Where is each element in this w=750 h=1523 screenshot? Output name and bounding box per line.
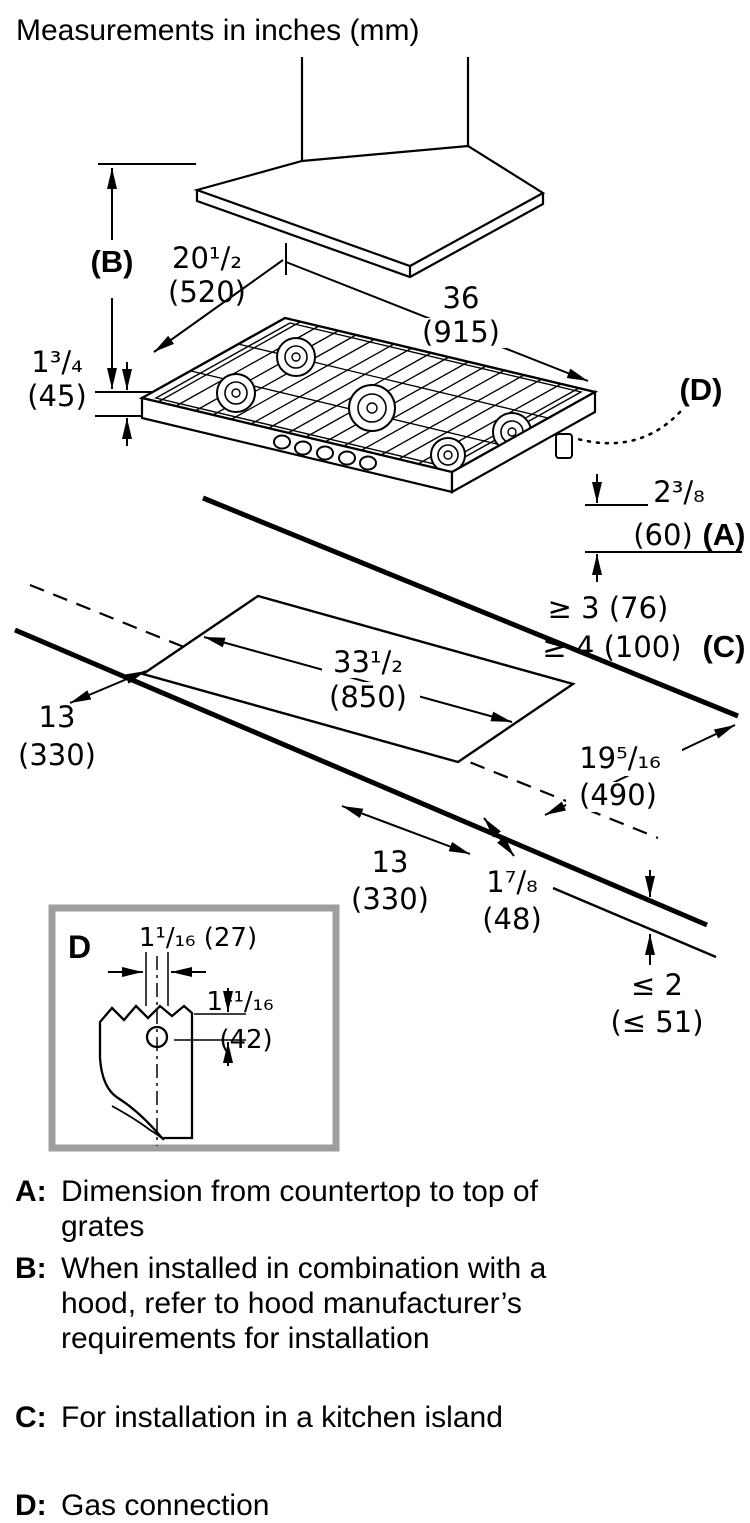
- side-clearance-arrow: [69, 670, 147, 704]
- label-c: (C): [702, 629, 745, 664]
- dimension-a-value: 2³/₈: [653, 475, 704, 509]
- label-d: (D): [679, 372, 722, 407]
- hood-canopy: [193, 144, 546, 268]
- legend-text-b-line2: hood, refer to hood manufacturer’s: [61, 1287, 522, 1321]
- legend-text-a-line2: grates: [61, 1210, 145, 1244]
- legend-text-d-line1: Gas connection: [61, 1488, 270, 1522]
- burner-front-right: [430, 437, 466, 473]
- hood-depth-mm: (520): [168, 275, 246, 309]
- text-backing: [322, 648, 417, 678]
- dimension-cooktop-width: 36 (915): [285, 261, 589, 382]
- diagram-title: Measurements in inches (mm): [16, 14, 419, 47]
- legend-text-b: When installed in combination with a hoo…: [61, 1251, 546, 1356]
- burner-front-left: [216, 373, 256, 413]
- legend-item-d: D: Gas connection: [15, 1488, 734, 1523]
- cutout-width-arrow: [203, 636, 513, 723]
- thickness-mm: (≤ 51): [610, 1005, 703, 1039]
- front-clearance-arrow: [341, 805, 471, 855]
- installation-diagram: Measurements in inches (mm) (B) 1³/₄ (45…: [14, 14, 746, 1152]
- vent-hood-drawing: [193, 57, 546, 279]
- dimension-b: (B): [90, 163, 196, 389]
- countertop-back-edge-line: [202, 495, 739, 719]
- label-b: (B): [90, 244, 133, 279]
- cooktop-drawing: [138, 316, 599, 494]
- text-backing: [432, 286, 490, 314]
- cutout-depth-value: 19⁵/₁₆: [579, 741, 661, 775]
- callout-d: (D): [572, 372, 723, 445]
- text-backing: [318, 682, 420, 712]
- side-clearance-value: 13: [39, 700, 76, 734]
- clearance-labels: ≥ 3 (76) ≥ 4 (100) (C): [542, 591, 745, 664]
- dimension-hood-depth: 20¹/₂ (520): [153, 241, 284, 353]
- front-edge-value: 1⁷/₈: [486, 865, 537, 899]
- text-backing: [416, 318, 506, 348]
- legend-text-a: Dimension from countertop to top of grat…: [61, 1174, 538, 1244]
- legend-key-d: D:: [15, 1488, 47, 1522]
- legend-text-b-line1: When installed in combination with a: [61, 1252, 547, 1286]
- text-backing: [558, 744, 682, 776]
- legend-item-b: B: When installed in combination with a …: [15, 1251, 734, 1356]
- hood-canopy-rim: [195, 190, 545, 279]
- burner-center: [348, 384, 396, 432]
- text-backing: [566, 782, 672, 812]
- legend-text-a-line1: Dimension from countertop to top of: [61, 1175, 538, 1208]
- dimension-front-clearance: 13 (330): [341, 805, 471, 916]
- legend-text-c-line1: For installation in a kitchen island: [61, 1401, 503, 1435]
- hood-depth-value: 20¹/₂: [172, 241, 242, 275]
- min-back-clearance: ≥ 3 (76): [548, 591, 669, 625]
- countertop-thickness-line: [552, 886, 717, 959]
- gas-bracket-profile: [98, 1004, 194, 1140]
- legend-item-a: A: Dimension from countertop to top of g…: [15, 1174, 734, 1244]
- legend-text-d: Gas connection: [61, 1488, 269, 1523]
- cutout-width-value: 33¹/₂: [333, 645, 403, 679]
- dimension-cutout-width: 33¹/₂ (850): [203, 636, 513, 723]
- legend-item-c: C: For installation in a kitchen island: [15, 1400, 734, 1435]
- detail-box-d: D 1¹/₁₆ (27) 1¹¹/₁₆ (42): [48, 904, 340, 1152]
- detail-hole-height-value: 1¹¹/₁₆: [207, 987, 274, 1017]
- legend-text-c: For installation in a kitchen island: [61, 1400, 503, 1435]
- grate-height-value: 1³/₄: [31, 345, 82, 379]
- control-knobs: [273, 434, 377, 471]
- legend-key-c: C:: [15, 1401, 47, 1435]
- detail-hole-offset: 1¹/₁₆ (27): [139, 923, 257, 953]
- front-edge-arrow: [483, 817, 515, 857]
- legend-key-b: B:: [15, 1252, 47, 1286]
- cooktop-width-mm: (915): [422, 315, 500, 349]
- dimension-grate-height: 1³/₄ (45): [27, 345, 158, 446]
- cutout-width-mm: (850): [329, 680, 407, 714]
- legend-text-b-line3: requirements for installation: [61, 1322, 430, 1356]
- grate-height-mm: (45): [27, 379, 87, 413]
- cutout-depth-mm: (490): [579, 778, 657, 812]
- dimension-counter-thickness: ≤ 2 (≤ 51): [610, 870, 704, 1039]
- burner-back-left: [276, 337, 316, 377]
- detail-box-label: D: [68, 929, 91, 965]
- front-clearance-value: 13: [372, 845, 409, 879]
- callout-d-dotted-leader: [572, 410, 682, 445]
- detail-hole-height-mm: (42): [219, 1025, 272, 1055]
- dimension-side-clearance: 13 (330): [18, 670, 147, 772]
- gas-connection-stub: [555, 433, 573, 459]
- front-edge-mm: (48): [482, 902, 542, 936]
- dimension-a-mm: (60): [633, 518, 693, 552]
- thickness-value: ≤ 2: [631, 968, 683, 1002]
- label-a: (A): [702, 517, 745, 552]
- side-clearance-mm: (330): [18, 738, 96, 772]
- gas-bracket-break-line: [111, 1105, 165, 1141]
- min-island-clearance: ≥ 4 (100): [542, 630, 681, 664]
- dimension-front-edge: 1⁷/₈ (48): [482, 817, 542, 936]
- dimension-a: 2³/₈ (60) (A): [585, 474, 746, 582]
- legend-key-a: A:: [15, 1175, 47, 1208]
- dimension-cutout-depth: 19⁵/₁₆ (490): [544, 724, 736, 816]
- cooktop-width-value: 36: [443, 281, 480, 315]
- cooktop-right-face: [450, 390, 597, 494]
- legend: A: Dimension from countertop to top of g…: [0, 1160, 750, 1523]
- hood-depth-arrow: [153, 259, 284, 353]
- front-clearance-mm: (330): [351, 882, 429, 916]
